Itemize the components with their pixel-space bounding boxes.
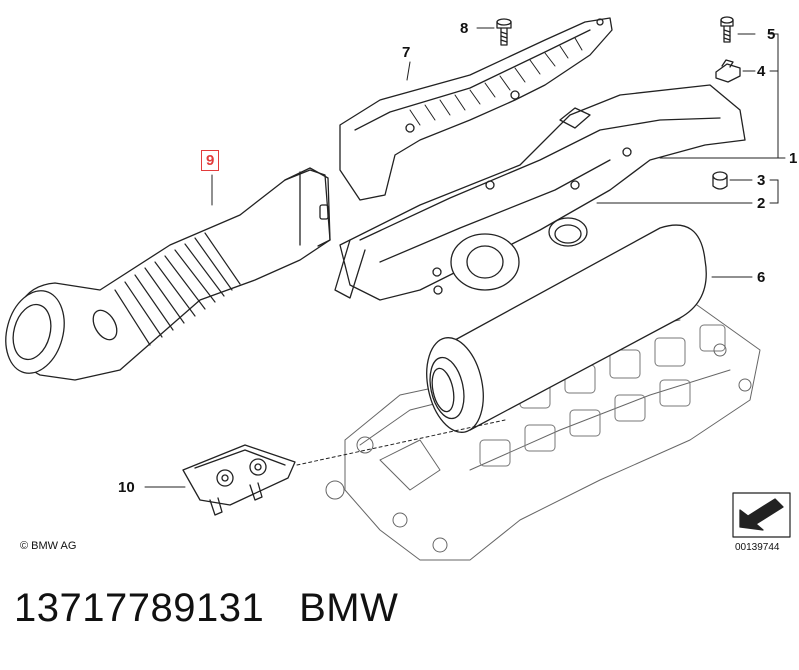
- callout-9-highlighted: 9: [201, 150, 220, 171]
- part-9-intake-duct-illustration: [5, 167, 331, 381]
- part-5-screw-illustration: [720, 16, 734, 43]
- callout-8: 8: [460, 20, 469, 37]
- callout-4: 4: [757, 63, 766, 80]
- brand-name: BMW: [299, 586, 399, 630]
- part-7-bracket-illustration: [339, 17, 613, 201]
- callout-5: 5: [767, 26, 776, 43]
- callout-6: 6: [757, 269, 766, 286]
- part-caption: 13717789131 BMW: [14, 586, 398, 631]
- direction-arrow-icon: [732, 492, 791, 538]
- part-6-cover-illustration: [426, 224, 707, 433]
- callout-2: 2: [757, 195, 766, 212]
- part-3-grommet-illustration: [712, 171, 728, 190]
- part-4-clip-illustration: [715, 59, 741, 83]
- leader-lines: [144, 27, 786, 488]
- part-1-2-housing-illustration: [334, 84, 746, 301]
- callout-1: 1: [789, 150, 798, 167]
- parts-diagram: [5, 16, 791, 561]
- diagram-id: 00139744: [735, 542, 780, 553]
- part-number: 13717789131: [14, 586, 265, 630]
- copyright-notice: © BMW AG: [20, 540, 77, 552]
- callout-10: 10: [118, 479, 135, 496]
- part-8-screw-illustration: [496, 18, 512, 46]
- part-10-clamp-illustration: [182, 444, 296, 516]
- callout-3: 3: [757, 172, 766, 189]
- callout-7: 7: [402, 44, 411, 61]
